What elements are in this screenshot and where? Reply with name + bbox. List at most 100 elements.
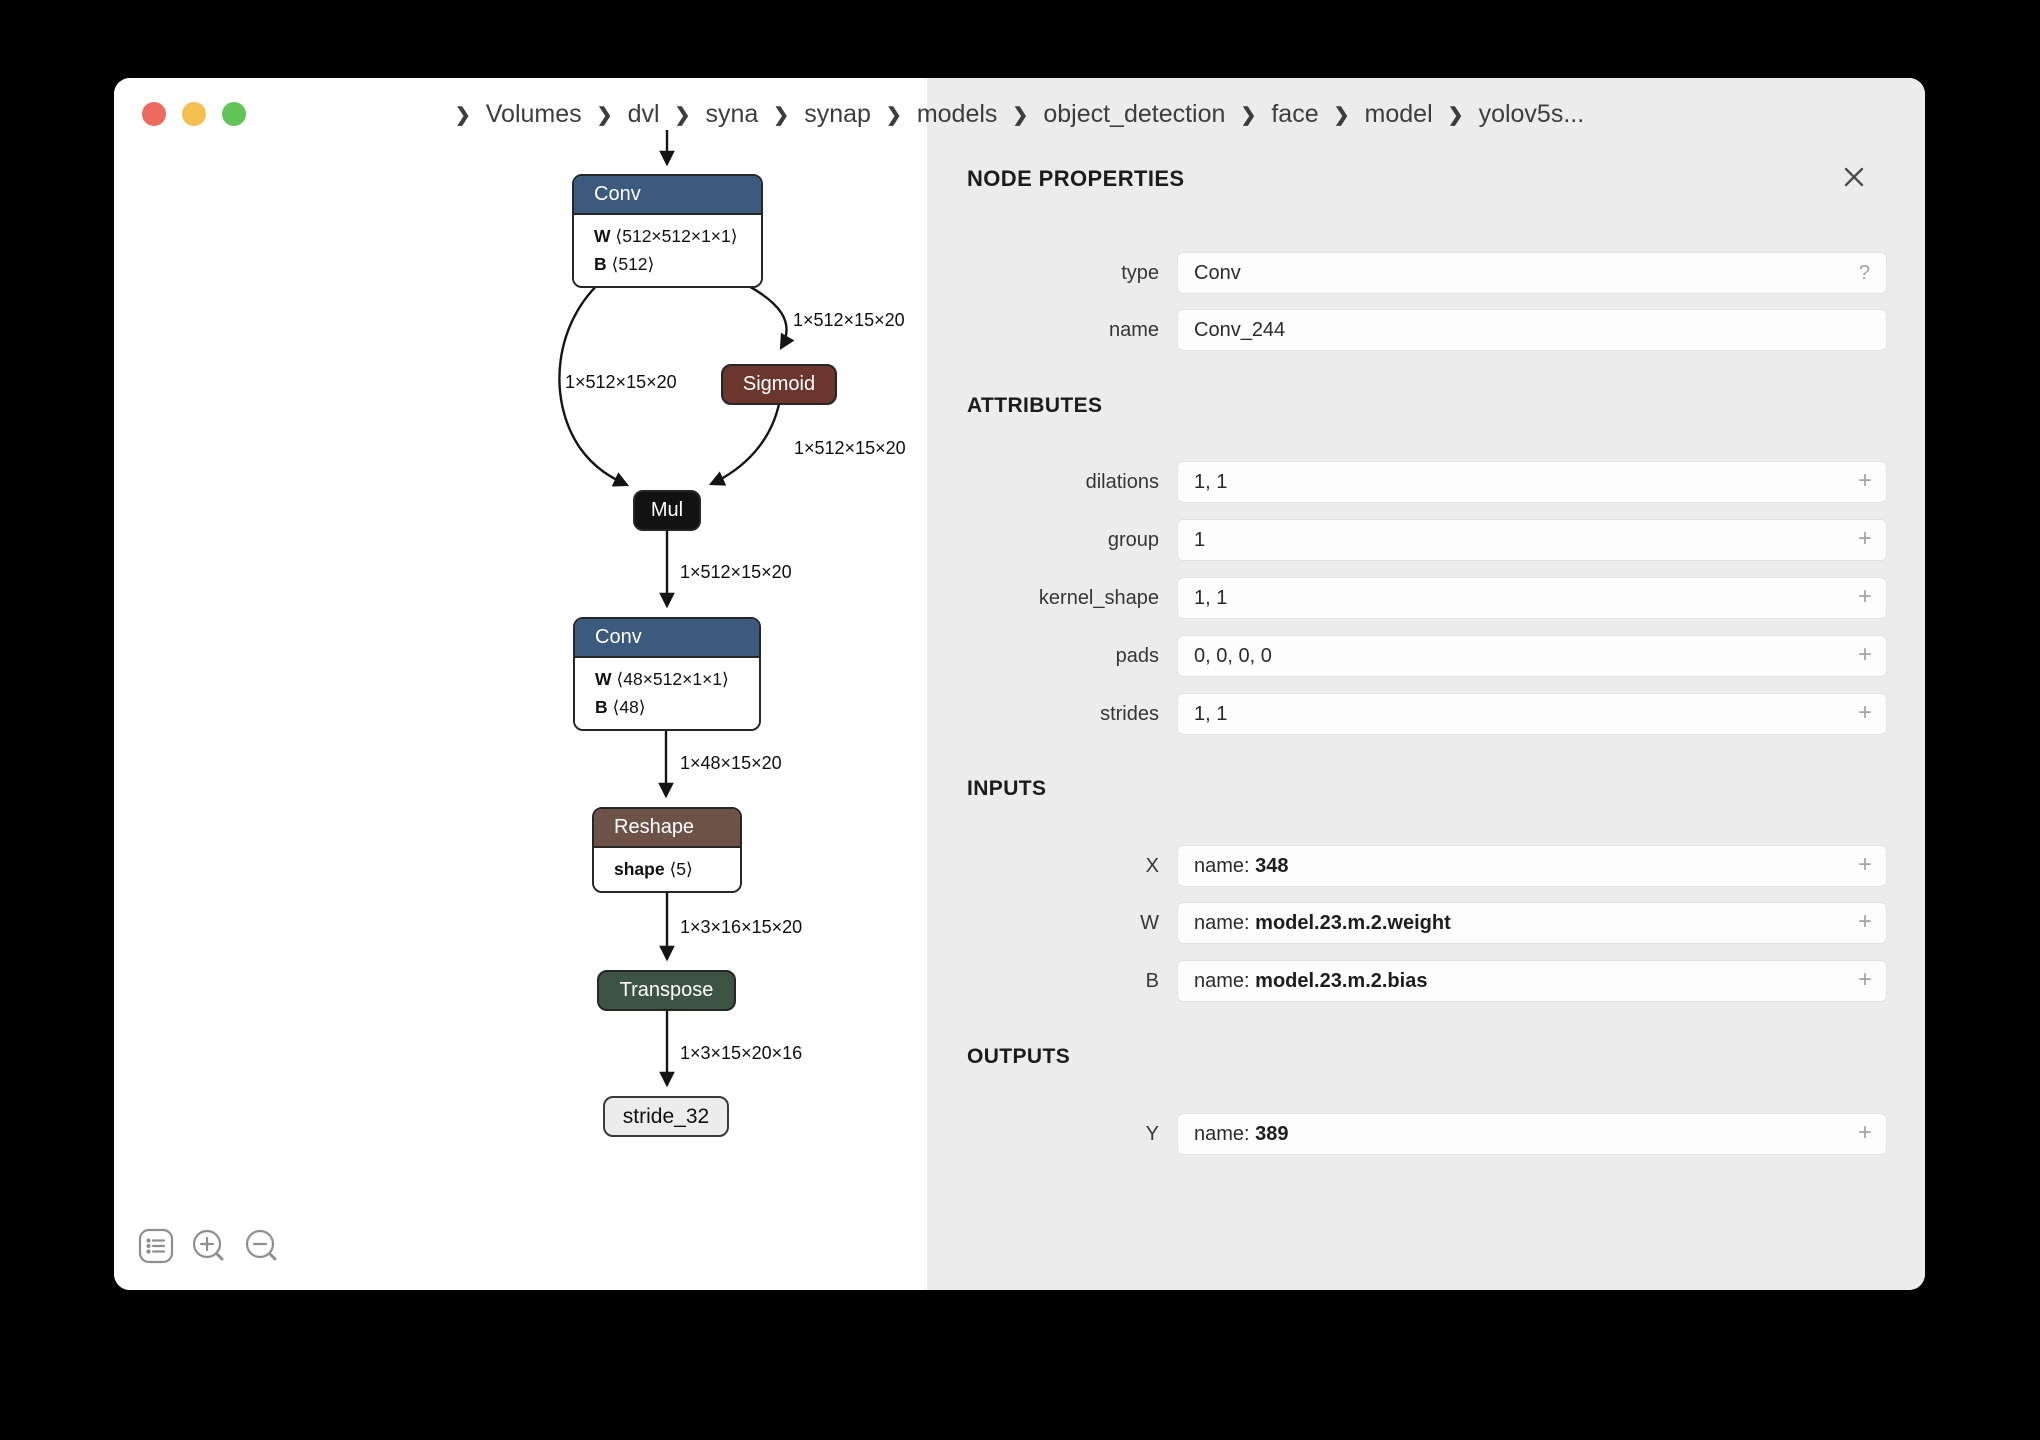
expand-attribute-button[interactable]: + (1857, 699, 1872, 726)
param-value: ⟨512⟩ (611, 254, 655, 274)
edge-label: 1×512×15×20 (565, 372, 677, 392)
node-title: Conv (574, 176, 761, 213)
attribute-label-dilations: dilations (1085, 471, 1159, 493)
property-value: Conv (1194, 262, 1241, 284)
param-value: ⟨512×512×1×1⟩ (615, 226, 738, 246)
breadcrumb-item-models[interactable]: models (916, 99, 998, 128)
attribute-value: 1, 1 (1194, 471, 1228, 493)
graph-node-conv2[interactable]: Conv W ⟨48×512×1×1⟩ B ⟨48⟩ (573, 617, 761, 731)
graph-node-conv1[interactable]: Conv W ⟨512×512×1×1⟩ B ⟨512⟩ (572, 174, 763, 288)
input-field-b[interactable]: name: model.23.m.2.bias + (1177, 960, 1887, 1002)
input-name-prefix: name: (1194, 912, 1250, 934)
node-title: stride_32 (622, 1104, 710, 1128)
property-value: Conv_244 (1194, 319, 1286, 341)
attribute-label-group: group (1107, 529, 1159, 551)
node-title: Mul (650, 499, 684, 521)
breadcrumb-item-volumes[interactable]: Volumes (485, 99, 582, 128)
param-key: W (594, 226, 611, 246)
graph-toolbar (138, 1228, 280, 1264)
attribute-field-group[interactable]: 1 + (1177, 519, 1887, 561)
attribute-field-kernel-shape[interactable]: 1, 1 + (1177, 577, 1887, 619)
minimize-window-button[interactable] (182, 102, 206, 126)
edge-label: 1×512×15×20 (794, 438, 906, 458)
property-label-type: type (1121, 262, 1159, 284)
attribute-label-pads: pads (1115, 645, 1159, 667)
attribute-label-strides: strides (1100, 703, 1159, 725)
attribute-value: 0, 0, 0, 0 (1194, 645, 1272, 667)
expand-attribute-button[interactable]: + (1857, 641, 1872, 668)
attribute-field-strides[interactable]: 1, 1 + (1177, 693, 1887, 735)
node-properties-panel: NODE PROPERTIES type Conv ? name Conv_24… (927, 78, 1925, 1290)
chevron-right-icon: ❯ (1333, 104, 1350, 126)
chevron-right-icon: ❯ (1240, 104, 1257, 126)
node-title: Transpose (619, 979, 714, 1001)
zoom-in-button[interactable] (191, 1228, 227, 1264)
param-value: ⟨48×512×1×1⟩ (616, 669, 729, 689)
input-field-x[interactable]: name: 348 + (1177, 845, 1887, 887)
input-name-prefix: name: (1194, 855, 1250, 877)
panel-title: NODE PROPERTIES (967, 166, 1185, 191)
attribute-label-kernel-shape: kernel_shape (1038, 587, 1159, 609)
output-field-y[interactable]: name: 389 + (1177, 1113, 1887, 1155)
expand-input-button[interactable]: + (1857, 851, 1872, 878)
attribute-field-dilations[interactable]: 1, 1 + (1177, 461, 1887, 503)
input-field-w[interactable]: name: model.23.m.2.weight + (1177, 902, 1887, 944)
window-controls (142, 102, 246, 126)
type-help-button[interactable]: ? (1858, 262, 1870, 284)
close-window-button[interactable] (142, 102, 166, 126)
param-key: shape (614, 859, 665, 879)
graph-node-mul[interactable]: Mul (633, 490, 701, 531)
input-name-prefix: name: (1194, 970, 1250, 992)
chevron-right-icon: ❯ (674, 104, 691, 126)
edge-label: 1×3×16×15×20 (680, 917, 803, 937)
graph-edges (558, 130, 795, 1088)
param-key: B (595, 697, 608, 717)
attribute-value: 1, 1 (1194, 703, 1228, 725)
breadcrumb-item-model[interactable]: model (1364, 99, 1433, 128)
property-label-name: name (1108, 319, 1159, 341)
breadcrumb-item-synap[interactable]: synap (804, 99, 871, 128)
expand-attribute-button[interactable]: + (1857, 525, 1872, 552)
param-key: W (595, 669, 612, 689)
breadcrumb-item-file[interactable]: yolov5s... (1478, 99, 1585, 128)
input-label-x: X (1145, 855, 1159, 877)
property-field-type[interactable]: Conv ? (1177, 252, 1887, 294)
breadcrumb-item-dvl[interactable]: dvl (627, 99, 660, 128)
node-title: Sigmoid (742, 373, 816, 395)
breadcrumb-item-object-detection[interactable]: object_detection (1043, 99, 1226, 128)
app-window: ❯ Volumes ❯ dvl ❯ syna ❯ synap ❯ models … (114, 78, 1925, 1290)
chevron-right-icon: ❯ (596, 104, 613, 126)
breadcrumb-item-syna[interactable]: syna (705, 99, 759, 128)
expand-output-button[interactable]: + (1857, 1119, 1872, 1146)
graph-node-stride-32[interactable]: stride_32 (603, 1096, 729, 1137)
layer-list-button[interactable] (138, 1228, 174, 1264)
graph-node-sigmoid[interactable]: Sigmoid (721, 364, 837, 405)
property-field-name[interactable]: Conv_244 (1177, 309, 1887, 351)
graph-node-transpose[interactable]: Transpose (597, 970, 736, 1011)
input-name-value: model.23.m.2.weight (1255, 912, 1451, 934)
expand-attribute-button[interactable]: + (1857, 583, 1872, 610)
node-params: shape ⟨5⟩ (594, 846, 740, 891)
zoom-out-button[interactable] (244, 1228, 280, 1264)
chevron-right-icon: ❯ (454, 104, 471, 126)
chevron-right-icon: ❯ (1012, 104, 1029, 126)
zoom-window-button[interactable] (222, 102, 246, 126)
expand-input-button[interactable]: + (1857, 966, 1872, 993)
expand-input-button[interactable]: + (1857, 908, 1872, 935)
input-name-value: 348 (1255, 855, 1289, 877)
model-graph-canvas[interactable]: Conv W ⟨512×512×1×1⟩ B ⟨512⟩ Sigmoid Mul… (114, 78, 927, 1290)
attribute-value: 1, 1 (1194, 587, 1228, 609)
param-value: ⟨5⟩ (669, 859, 693, 879)
close-icon (1844, 167, 1864, 187)
close-panel-button[interactable] (1839, 162, 1869, 192)
graph-node-reshape[interactable]: Reshape shape ⟨5⟩ (592, 807, 742, 893)
expand-attribute-button[interactable]: + (1857, 467, 1872, 494)
attribute-value: 1 (1194, 529, 1206, 551)
node-params: W ⟨48×512×1×1⟩ B ⟨48⟩ (575, 656, 759, 729)
node-title: Reshape (594, 809, 740, 846)
breadcrumb-item-face[interactable]: face (1271, 99, 1319, 128)
input-name-value: model.23.m.2.bias (1255, 970, 1428, 992)
attribute-field-pads[interactable]: 0, 0, 0, 0 + (1177, 635, 1887, 677)
chevron-right-icon: ❯ (1447, 104, 1464, 126)
output-label-y: Y (1145, 1123, 1159, 1145)
